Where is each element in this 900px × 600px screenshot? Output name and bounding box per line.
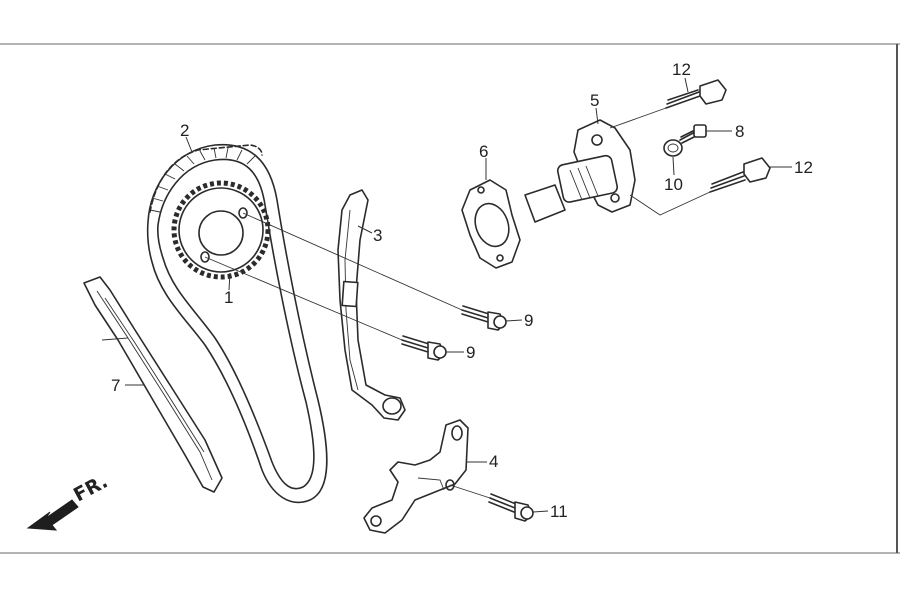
callout-9-lower: 9 — [466, 343, 475, 362]
callout-9-upper: 9 — [524, 311, 533, 330]
callout-11: 11 — [550, 502, 568, 521]
front-direction-label: FR. — [70, 470, 111, 506]
callout-12-lower: 12 — [794, 158, 813, 177]
chain-guide-part-7 — [83, 276, 223, 493]
tensioner-part-5 — [524, 119, 636, 223]
cam-sprocket-part-1 — [171, 180, 271, 280]
cam-chain-part-2 — [146, 143, 328, 504]
callout-labels: 1 2 3 4 5 6 7 8 9 9 10 11 12 12 — [111, 60, 813, 521]
front-arrow-icon — [26, 499, 79, 531]
diagram-frame — [0, 43, 900, 554]
callout-3: 3 — [373, 226, 382, 245]
gasket-part-6 — [461, 179, 521, 269]
callout-leaders — [125, 77, 792, 513]
assembly-lines — [204, 107, 711, 499]
front-direction-indicator: FR. — [26, 470, 111, 531]
callout-10: 10 — [664, 175, 683, 194]
bolt-part-9-lower — [401, 335, 447, 361]
callout-6: 6 — [479, 142, 488, 161]
tensioner-arm-part-3 — [337, 189, 406, 421]
callout-8: 8 — [735, 122, 744, 141]
bolt-part-12-lower — [709, 157, 771, 193]
callout-2: 2 — [180, 121, 189, 140]
bolt-part-12-upper — [665, 79, 727, 109]
bolt-part-11 — [488, 493, 534, 522]
callout-12-upper: 12 — [672, 60, 691, 79]
bolt-part-9-upper — [461, 305, 507, 331]
callout-4: 4 — [489, 452, 498, 471]
callout-1: 1 — [224, 288, 233, 307]
callout-5: 5 — [590, 91, 599, 110]
o-ring-part-10 — [663, 139, 683, 157]
bolt-part-8 — [679, 124, 707, 144]
bracket-part-4 — [363, 419, 469, 534]
callout-7: 7 — [111, 376, 120, 395]
